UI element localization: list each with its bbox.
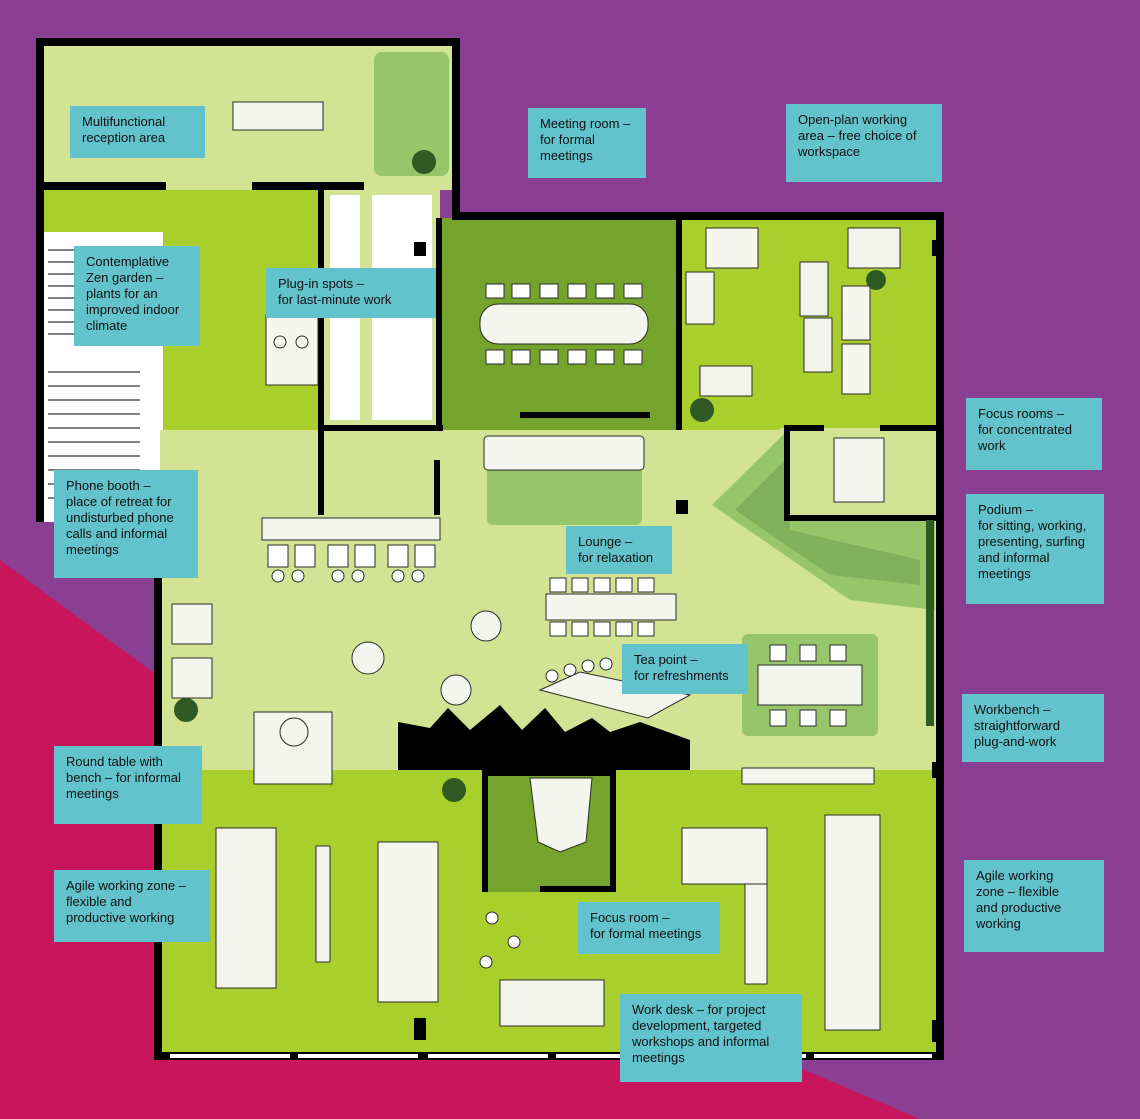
chairs bbox=[267, 283, 847, 727]
lounge-rug bbox=[487, 460, 642, 525]
callout-meeting-room: Meeting room – for formal meetings bbox=[528, 108, 646, 178]
background-magenta-lower bbox=[0, 560, 160, 1119]
tea-point-wall bbox=[398, 705, 690, 770]
stools bbox=[271, 569, 613, 969]
callout-agile-left: Agile working zone – flexible and produc… bbox=[54, 870, 210, 942]
round-tables bbox=[273, 335, 502, 747]
callout-round-table: Round table with bench – for informal me… bbox=[54, 746, 202, 824]
plug-in-recess bbox=[326, 435, 431, 515]
callout-lounge: Lounge – for relaxation bbox=[566, 526, 672, 574]
furniture bbox=[171, 101, 901, 1031]
hedge bbox=[926, 520, 934, 726]
callout-phone-booth: Phone booth – place of retreat for undis… bbox=[54, 470, 198, 578]
reception-plant-area bbox=[374, 52, 449, 176]
callout-focus-rooms: Focus rooms – for concentrated work bbox=[966, 398, 1102, 470]
callout-workbench: Workbench – straightforward plug-and-wor… bbox=[962, 694, 1104, 762]
callout-open-plan: Open-plan working area – free choice of … bbox=[786, 104, 942, 182]
callout-work-desk: Work desk – for project development, tar… bbox=[620, 994, 802, 1082]
callout-podium: Podium – for sitting, working, presentin… bbox=[966, 494, 1104, 604]
callout-agile-right: Agile working zone – flexible and produc… bbox=[964, 860, 1104, 952]
callout-tea-point: Tea point – for refreshments bbox=[622, 644, 748, 694]
callout-plug-in: Plug-in spots – for last-minute work bbox=[266, 268, 436, 318]
callout-zen-garden: Contemplative Zen garden – plants for an… bbox=[74, 246, 200, 346]
callout-reception: Multifunctional reception area bbox=[70, 106, 205, 158]
podium-steps bbox=[735, 455, 920, 585]
callout-focus-room-formal: Focus room – for formal meetings bbox=[578, 902, 720, 954]
plants bbox=[174, 150, 886, 802]
